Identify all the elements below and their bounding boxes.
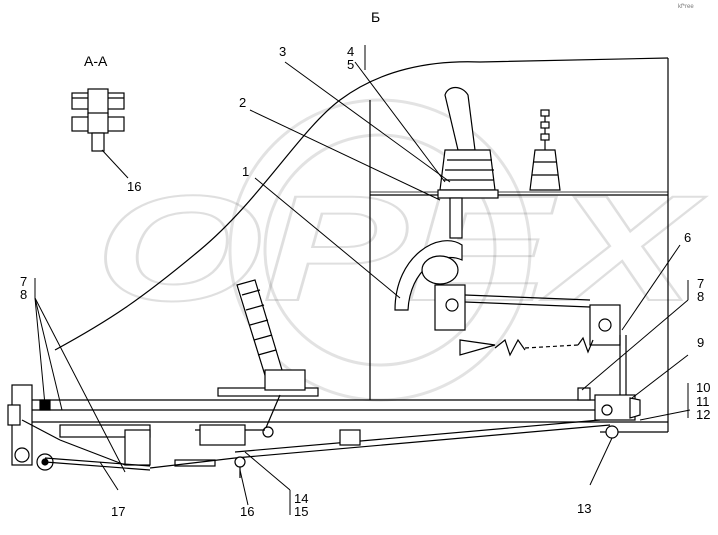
control-lever xyxy=(437,86,499,239)
secondary-lever xyxy=(529,109,561,191)
pedal-assembly xyxy=(217,279,319,438)
callout-16-main: 16 xyxy=(240,504,255,519)
callout-5: 5 xyxy=(347,57,355,72)
section-aa-detail xyxy=(71,88,125,152)
callout-12: 12 xyxy=(696,407,711,422)
sector-rocker xyxy=(394,240,621,357)
callout-1: 1 xyxy=(242,164,250,179)
callout-11: 11 xyxy=(696,394,710,409)
left-bracket xyxy=(7,384,151,471)
callout-13: 13 xyxy=(577,501,592,516)
lower-linkage xyxy=(195,419,611,478)
callout-4: 4 xyxy=(347,44,355,59)
section-view-label: Б xyxy=(371,9,381,25)
detail-view-label: А-А xyxy=(84,53,108,69)
callout-8-left: 8 xyxy=(20,287,28,302)
callout-6: 6 xyxy=(684,230,692,245)
callout-9: 9 xyxy=(697,335,705,350)
callout-16-detail: 16 xyxy=(127,179,142,194)
callout-10: 10 xyxy=(696,380,711,395)
right-pivot xyxy=(577,335,641,439)
rod-17 xyxy=(21,419,236,471)
callout-17: 17 xyxy=(111,504,126,519)
callout-7-right: 7 xyxy=(697,276,705,291)
callout-2: 2 xyxy=(239,95,247,110)
callout-3: 3 xyxy=(279,44,287,59)
callout-8-right: 8 xyxy=(697,289,705,304)
leader-lines xyxy=(34,45,691,515)
callout-15: 15 xyxy=(294,504,309,519)
callout-14: 14 xyxy=(294,491,309,506)
corner-code: kf*ree xyxy=(678,4,694,10)
callout-7-left: 7 xyxy=(20,274,28,289)
housing-outline xyxy=(54,57,669,432)
